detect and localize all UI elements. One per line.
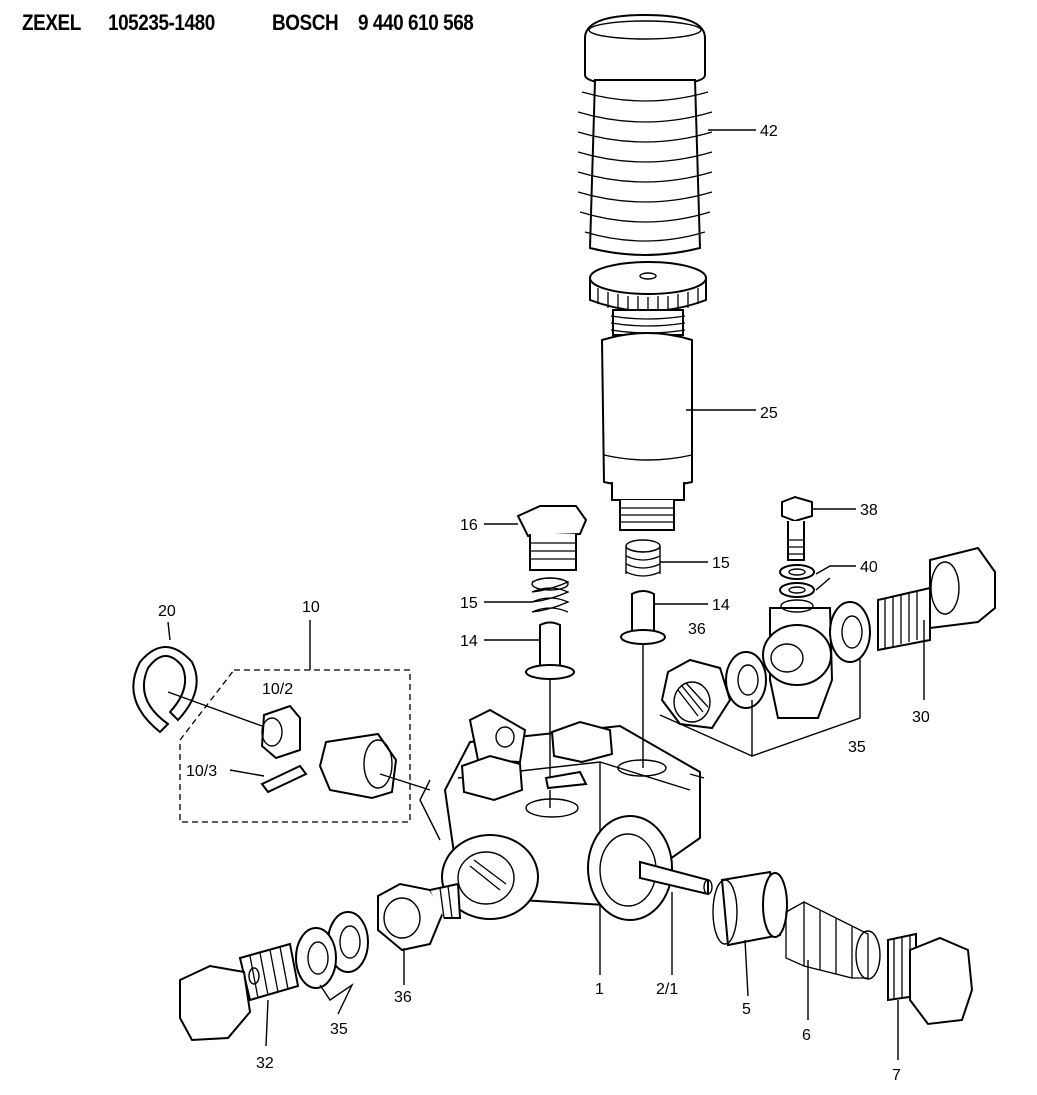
callout-7: 7 — [892, 1067, 901, 1084]
banjo-fitting — [762, 599, 834, 719]
knurled-cap-nut — [589, 261, 707, 313]
callout-16: 16 — [460, 517, 478, 534]
banjo-bolt-part-30 — [877, 546, 996, 652]
callout-15-right: 15 — [712, 555, 730, 572]
washer-part-35-right — [829, 601, 871, 663]
header-brand-zexel: ZEXEL — [22, 10, 81, 35]
callout-25: 25 — [760, 405, 778, 422]
circlip-part-20 — [132, 646, 198, 734]
header-part-number-bosch: 9 440 610 568 — [358, 10, 474, 35]
callout-5: 5 — [742, 1001, 751, 1018]
callout-42: 42 — [760, 123, 778, 140]
pump-cylinder-part-25 — [600, 309, 693, 531]
callout-1: 1 — [595, 981, 604, 998]
callout-10: 10 — [302, 599, 320, 616]
spring-part-15-right — [625, 539, 661, 577]
spring-part-6 — [785, 900, 881, 980]
callout-32: 32 — [256, 1055, 274, 1072]
callout-36-left: 36 — [394, 989, 412, 1006]
nut-part-36-left — [377, 882, 462, 952]
callout-20: 20 — [158, 603, 176, 620]
sleeve-part-5 — [712, 870, 788, 947]
callout-30: 30 — [912, 709, 930, 726]
callout-6: 6 — [802, 1027, 811, 1044]
callout-10-3: 10/3 — [186, 763, 217, 780]
valve-part-14-left — [525, 621, 575, 680]
callout-35-left: 35 — [330, 1021, 348, 1038]
bellows-part-42 — [577, 13, 713, 256]
leader-lines — [167, 129, 925, 1060]
header-brand-bosch: BOSCH — [272, 10, 339, 35]
pump-housing-part-1 — [419, 708, 713, 921]
callout-36-right: 36 — [688, 621, 706, 638]
bolt-part-38 — [781, 495, 813, 561]
callout-15-left: 15 — [460, 595, 478, 612]
plug-part-16 — [516, 505, 588, 571]
washers-part-35-left — [295, 911, 369, 989]
valve-part-14-right — [620, 590, 666, 645]
assembly-part-10 — [179, 669, 411, 823]
callout-14-left: 14 — [460, 633, 478, 650]
callout-14-right: 14 — [712, 597, 730, 614]
washer-part-35-mid — [725, 651, 767, 709]
spring-part-15-left — [531, 577, 570, 613]
callout-35-right: 35 — [848, 739, 866, 756]
callout-38: 38 — [860, 502, 878, 519]
callout-2-1: 2/1 — [656, 981, 678, 998]
header-part-number-zexel: 105235-1480 — [108, 10, 215, 35]
plug-part-7 — [887, 932, 974, 1026]
banjo-bolt-part-32 — [179, 942, 300, 1042]
washers-part-40 — [779, 564, 815, 598]
nut-part-36-right — [660, 658, 732, 730]
callout-10-2: 10/2 — [262, 681, 293, 698]
callout-40: 40 — [860, 559, 878, 576]
